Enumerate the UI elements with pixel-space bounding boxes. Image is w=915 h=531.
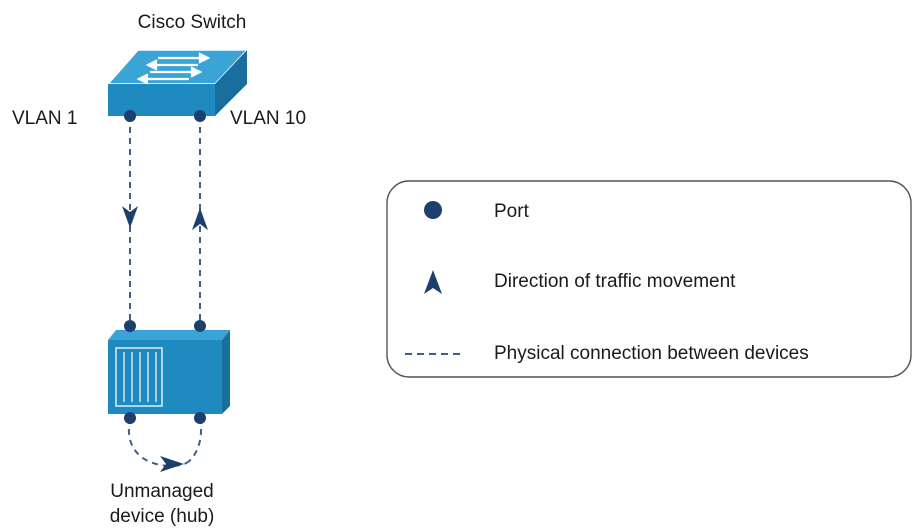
hub-label-line2: device (hub) [110, 506, 215, 527]
hub-label-line1: Unmanaged [110, 481, 214, 502]
down-arrow-icon [122, 206, 138, 228]
direction-arrow-icon [424, 270, 442, 294]
vlan10-label: VLAN 10 [230, 108, 306, 129]
up-arrow-icon [192, 208, 208, 230]
legend-item-port: Port [494, 201, 530, 222]
loop-arrow-icon [160, 456, 184, 472]
hub-port-top-left [124, 320, 136, 332]
hub-device-icon [108, 330, 230, 414]
legend: Port Direction of traffic movement Physi… [386, 180, 912, 378]
cisco-switch-icon [106, 49, 249, 116]
hub-loop-connection [127, 417, 189, 467]
switch-port-vlan10 [194, 110, 206, 122]
switch-title: Cisco Switch [138, 12, 247, 33]
hub-port-bottom-right [194, 412, 206, 424]
hub-loop-connection-return [187, 417, 202, 463]
port-dot-icon [424, 201, 442, 219]
legend-box [386, 180, 912, 378]
hub-port-bottom-left [124, 412, 136, 424]
switch-port-vlan1 [124, 110, 136, 122]
vlan1-label: VLAN 1 [12, 108, 77, 129]
legend-item-direction: Direction of traffic movement [494, 271, 736, 292]
hub-port-top-right [194, 320, 206, 332]
legend-item-connection: Physical connection between devices [494, 343, 809, 364]
